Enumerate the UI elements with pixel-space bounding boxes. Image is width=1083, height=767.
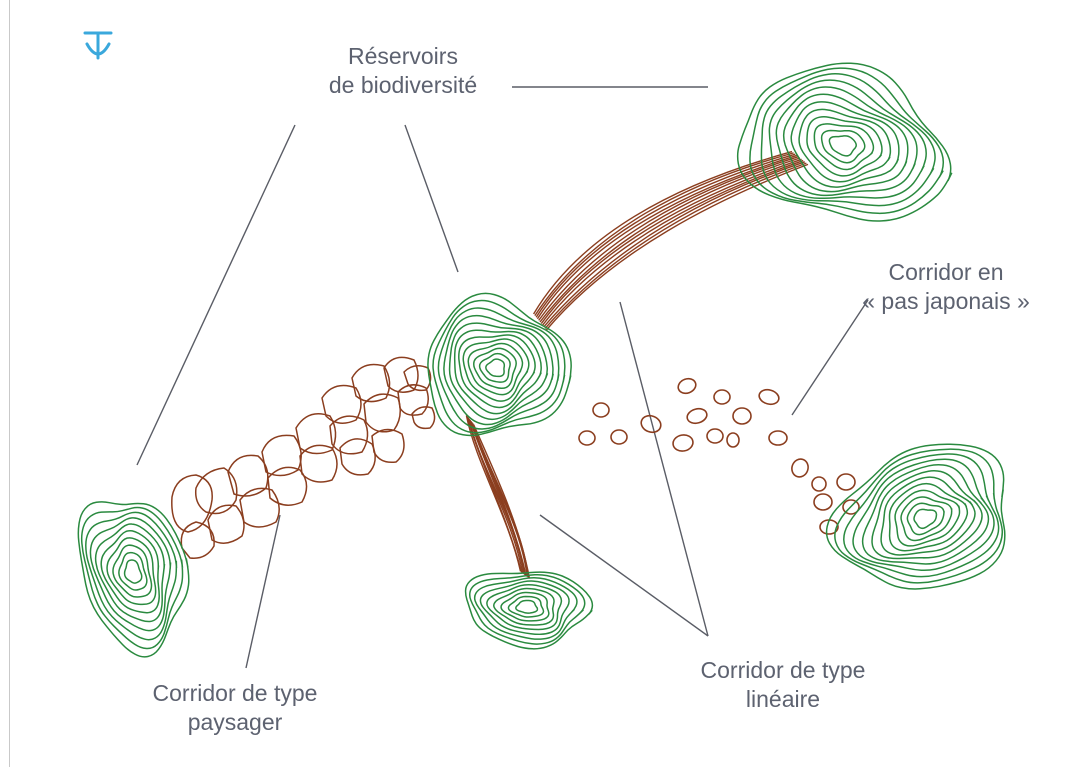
label-lineaire-line2: linéaire	[668, 685, 898, 714]
corridor-strand	[545, 163, 806, 328]
reservoir-center	[428, 293, 571, 435]
contour-ring	[101, 531, 159, 613]
contour-ring	[450, 323, 548, 419]
contour-ring	[119, 553, 147, 590]
label-paysager-line1: Corridor de type	[120, 679, 350, 708]
leader-pas-japonais	[792, 300, 868, 415]
corridor-strand	[541, 159, 801, 323]
corridor-strand	[534, 152, 792, 314]
contour-ring	[508, 597, 543, 618]
corridor-strand	[544, 162, 805, 327]
contour-ring	[829, 136, 856, 156]
label-lineaire: Corridor de type linéaire	[668, 656, 898, 714]
landscape-corridor	[172, 357, 435, 558]
label-pas-japonais-line1: Corridor en	[846, 258, 1046, 287]
contour-ring	[125, 560, 142, 583]
stepping-stone-corridor	[579, 376, 859, 534]
contour-ring	[907, 503, 944, 534]
label-paysager: Corridor de type paysager	[120, 679, 350, 737]
corridor-strand	[540, 158, 800, 322]
label-reservoirs-line2: de biodiversité	[303, 71, 503, 100]
reservoir-top-right	[738, 63, 952, 221]
reservoir-right	[827, 444, 1005, 589]
reservoir-left	[78, 502, 188, 657]
contour-ring	[776, 87, 917, 195]
corridor-strand	[546, 164, 808, 330]
leader-lines	[137, 87, 868, 668]
label-pas-japonais-line2: « pas japonais »	[846, 287, 1046, 316]
contour-ring	[96, 524, 165, 621]
contour-ring	[486, 359, 504, 376]
label-reservoirs: Réservoirs de biodiversité	[303, 42, 503, 100]
label-paysager-line2: paysager	[120, 708, 350, 737]
label-reservoirs-line1: Réservoirs	[303, 42, 503, 71]
anchor-icon	[85, 33, 111, 58]
leader-paysager	[246, 515, 280, 668]
leader-lineaire-top	[620, 302, 708, 636]
leader-reservoir-left	[137, 125, 295, 465]
leader-reservoir-center	[405, 125, 458, 272]
label-pas-japonais: Corridor en « pas japonais »	[846, 258, 1046, 316]
corridor-strand	[543, 161, 804, 326]
leader-lineaire-bottom	[540, 515, 708, 636]
contour-ring	[480, 354, 510, 383]
contour-ring	[516, 601, 538, 614]
label-lineaire-line1: Corridor de type	[668, 656, 898, 685]
linear-corridor-lower	[466, 416, 529, 579]
reservoir-bottom	[466, 572, 593, 649]
contour-ring	[914, 509, 937, 528]
